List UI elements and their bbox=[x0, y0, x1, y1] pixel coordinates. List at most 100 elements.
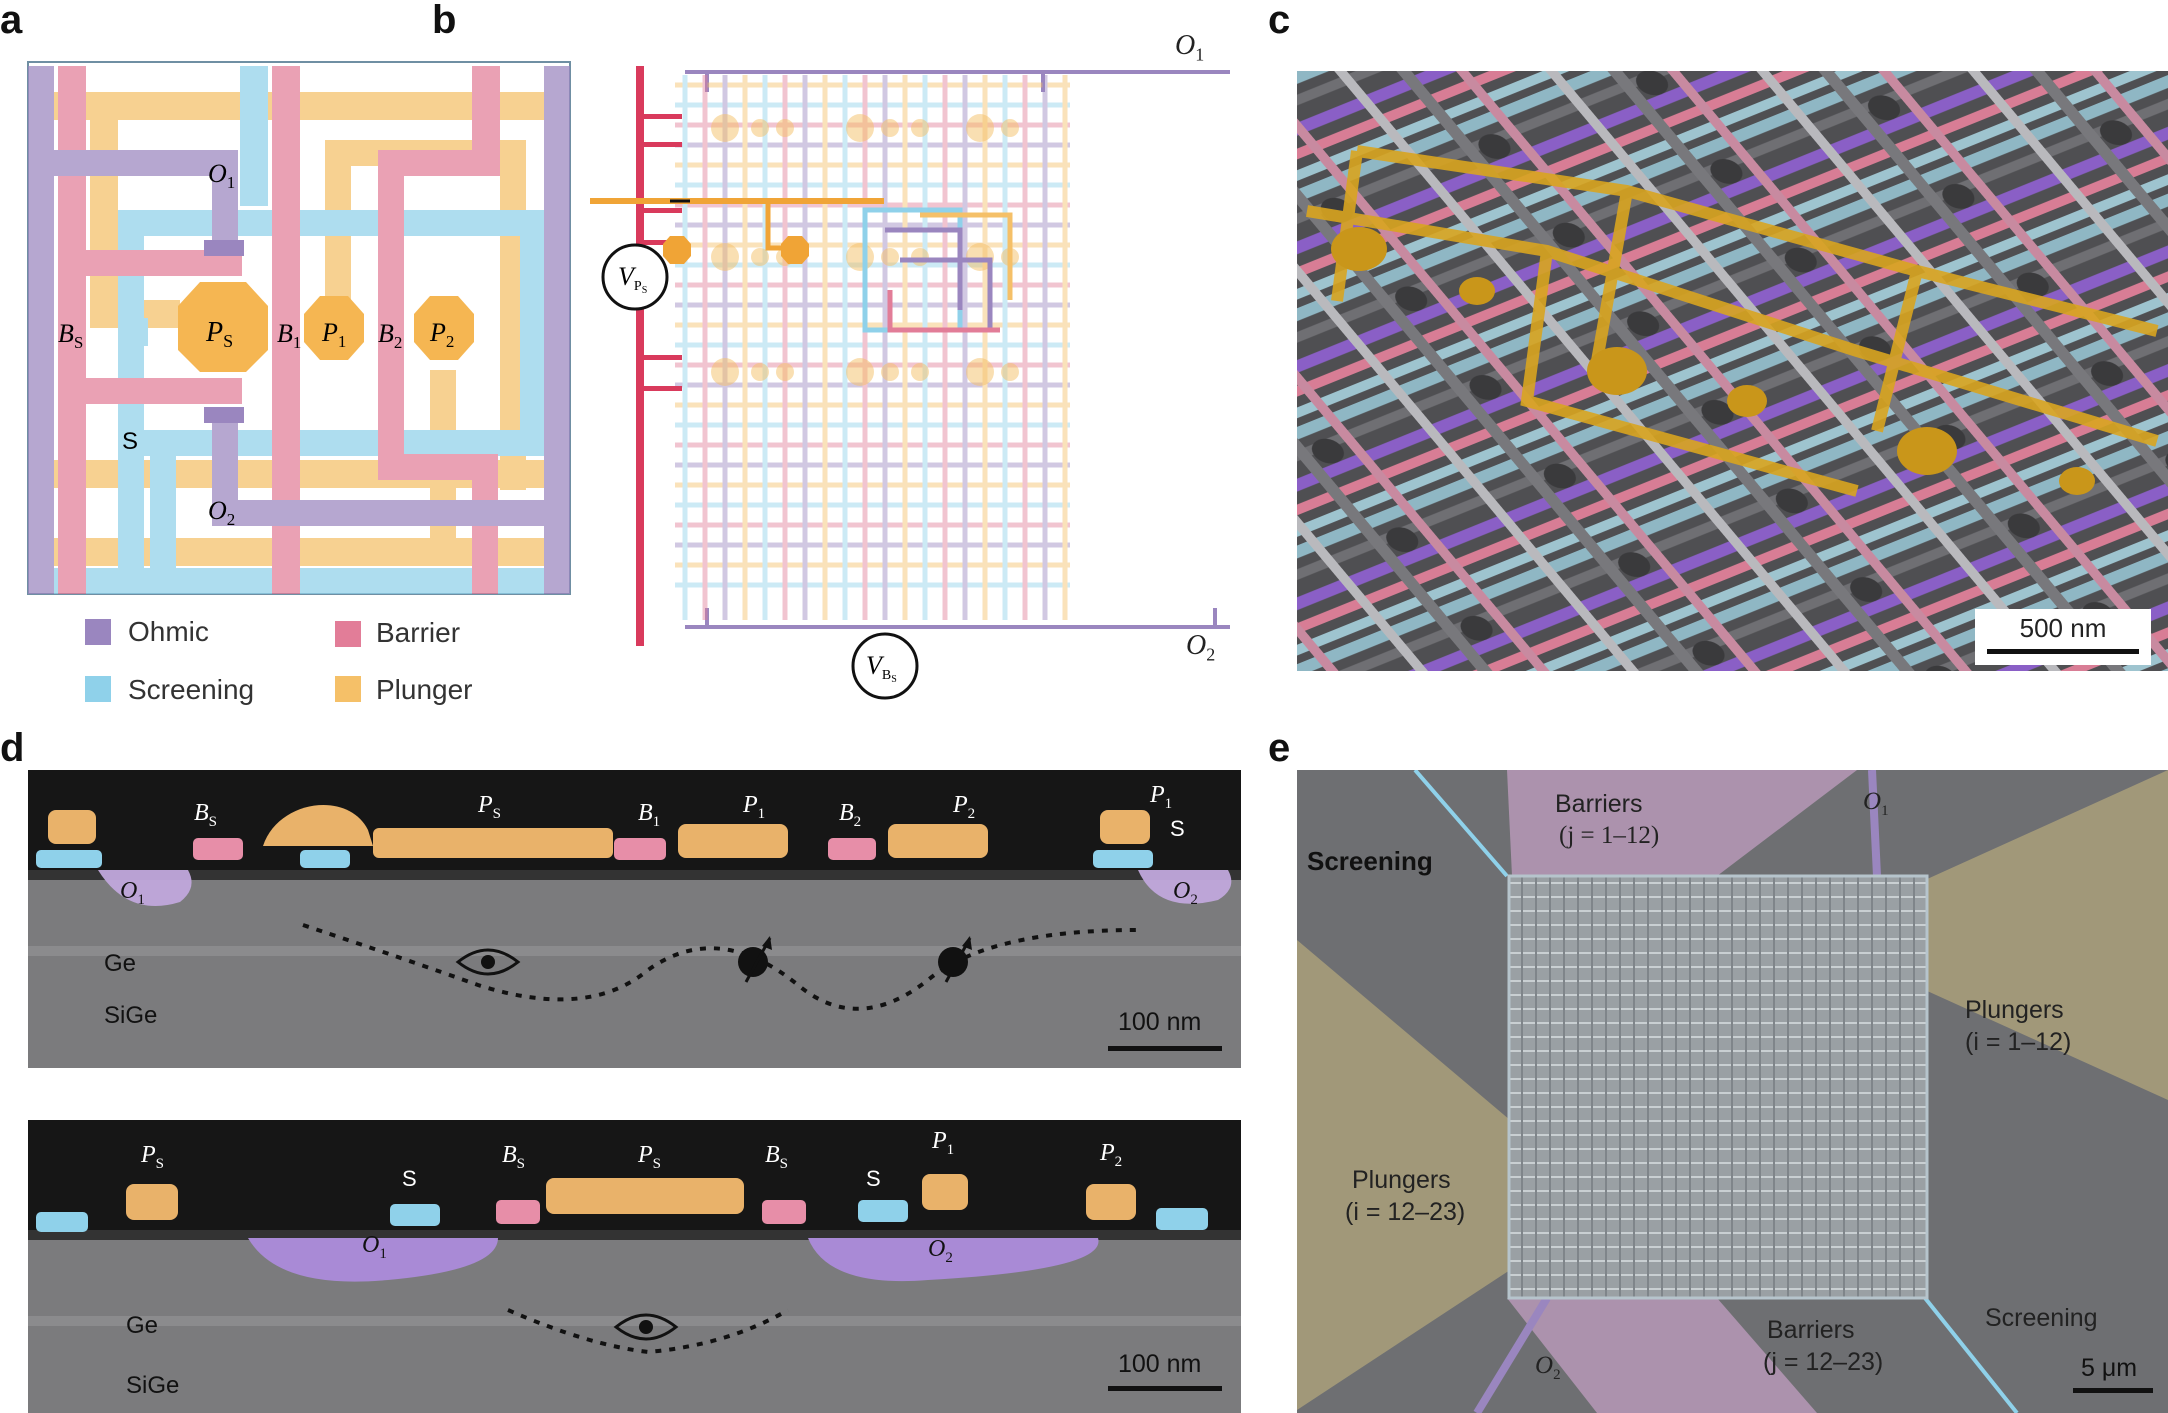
plunger-dot bbox=[776, 363, 794, 381]
plunger-dot bbox=[911, 248, 929, 266]
cs-top-label-ge: Ge bbox=[104, 950, 137, 977]
vps-label: VPS bbox=[618, 262, 647, 296]
cs-bottom-barriers bbox=[496, 1200, 806, 1224]
ohmic-o1-tip bbox=[204, 240, 244, 256]
cs-bottom-scalebar-line bbox=[1108, 1386, 1222, 1391]
panel-letter-b: b bbox=[432, 0, 457, 42]
barrier-bus-line bbox=[638, 66, 644, 646]
panel-d-top-crosssection: BS PS B1 P1 B2 P2 P1 S O1 O2 Ge SiGe 100… bbox=[28, 770, 1241, 1068]
faded-plunger-dots bbox=[711, 114, 1019, 386]
cs-bottom-label-bs-left: BS bbox=[502, 1142, 526, 1172]
cs-top-label-b2: B2 bbox=[839, 800, 862, 830]
cs-top-gates bbox=[36, 805, 1232, 1011]
plunger-fanout-right bbox=[1925, 770, 2168, 1100]
cs-top-label-b1: B1 bbox=[638, 800, 661, 830]
plunger-dot bbox=[711, 358, 739, 386]
cs-top-label-bs: BS bbox=[194, 800, 218, 830]
panel-d-bottom-crosssection: PS S BS PS BS S P1 P2 O1 O2 Ge SiGe 100 … bbox=[28, 1120, 1241, 1413]
label-barriers-top: Barriers bbox=[1555, 790, 1643, 818]
cs-top-label-p2: P2 bbox=[953, 792, 976, 822]
cs-bottom-label-o2: O2 bbox=[928, 1236, 953, 1266]
qubit-array-border bbox=[1507, 874, 1929, 1300]
cs-top-scalebar-label: 100 nm bbox=[1118, 1008, 1202, 1036]
plunger-dot bbox=[751, 363, 769, 381]
vbs-label: VBS bbox=[866, 651, 897, 685]
cs-bottom-label-ps-center: PS bbox=[638, 1142, 662, 1172]
plunger-ps-dot bbox=[178, 282, 268, 372]
plunger-dot bbox=[966, 243, 994, 271]
cs-bottom-label-ge: Ge bbox=[126, 1312, 159, 1339]
qubit-array-region bbox=[1509, 876, 1927, 1298]
vps-lead bbox=[670, 199, 690, 203]
cs-bottom-dielectric bbox=[28, 1230, 1241, 1240]
cs-top-label-p1-right: P1 bbox=[1150, 782, 1173, 812]
ohmic-line-o1 bbox=[1868, 770, 1881, 877]
label-o2: O2 bbox=[208, 496, 235, 529]
legend-label-ohmic: Ohmic bbox=[128, 616, 209, 647]
eye-icon bbox=[613, 1313, 679, 1341]
cs-bottom-label-s-right: S bbox=[866, 1166, 881, 1191]
cs-top-potential-line bbox=[302, 923, 1139, 1011]
barrier-fanout-bottom bbox=[1507, 1298, 1817, 1413]
plunger-bus-dots bbox=[663, 236, 809, 264]
barrier-fanout-top bbox=[1507, 770, 1857, 876]
ohmic-rail-ticks bbox=[705, 72, 1217, 627]
cs-bottom-ohmics bbox=[248, 1238, 1099, 1282]
cs-bottom-plungers bbox=[126, 1174, 1136, 1220]
cs-top-plungers bbox=[48, 805, 1150, 858]
panel-e-fanout bbox=[1297, 770, 2168, 1413]
plunger-p1-dot bbox=[304, 296, 364, 360]
gate-bands bbox=[28, 66, 570, 594]
vps-terminal: VPS bbox=[601, 243, 669, 311]
plunger-p2-dot bbox=[414, 296, 474, 360]
label-ps: PS bbox=[205, 317, 233, 351]
sem-gold-plungers bbox=[1306, 145, 2159, 497]
spin-icon-1 bbox=[738, 936, 772, 983]
plunger-dot bbox=[881, 248, 899, 266]
label-screening-bottom: Screening bbox=[1985, 1304, 2098, 1332]
label-p2: P2 bbox=[429, 318, 454, 351]
ohmic-o2-tip bbox=[204, 407, 244, 423]
cs-bottom-ge-well bbox=[28, 1316, 1241, 1326]
plunger-dot bbox=[1001, 119, 1019, 137]
plunger-bus-stubs bbox=[765, 201, 785, 251]
cs-top-barriers bbox=[193, 838, 876, 860]
vbs-terminal: VBS bbox=[851, 632, 919, 700]
ohmic-contacts bbox=[28, 66, 570, 594]
plunger-dot bbox=[911, 119, 929, 137]
panel-e-scalebar-line bbox=[2073, 1388, 2153, 1393]
panel-letter-a: a bbox=[0, 0, 23, 42]
cs-bottom-label-sige: SiGe bbox=[126, 1372, 180, 1399]
faded-gate-grid bbox=[675, 75, 1070, 620]
legend-label-barrier: Barrier bbox=[376, 617, 461, 648]
plunger-dot bbox=[751, 248, 769, 266]
label-plungers-left: Plungers bbox=[1352, 1166, 1451, 1194]
label-barriers-bottom-range: (j = 12–23) bbox=[1763, 1348, 1884, 1376]
label-e-o1: O1 bbox=[1863, 788, 1889, 819]
panel-c-sem-image: 500 nm bbox=[1297, 71, 2168, 671]
panel-c-scalebar-line bbox=[1987, 649, 2139, 654]
plunger-dot bbox=[1001, 363, 1019, 381]
panel-e-scalebar-label: 5 μm bbox=[2081, 1354, 2138, 1382]
legend-label-plunger: Plunger bbox=[376, 674, 473, 705]
label-barriers-bottom: Barriers bbox=[1767, 1316, 1855, 1344]
cs-top-dielectric bbox=[28, 870, 1241, 880]
panel-b-schematic bbox=[590, 66, 1230, 646]
plunger-dot bbox=[751, 119, 769, 137]
legend-swatch-screening bbox=[85, 676, 111, 702]
label-s: S bbox=[122, 428, 138, 455]
cs-bottom-label-p1: P1 bbox=[932, 1128, 955, 1158]
panel-b-label-o1: O1 bbox=[1175, 30, 1205, 65]
panel-b-label-o2: O2 bbox=[1186, 630, 1216, 665]
barrier-bus-stubs bbox=[644, 114, 682, 391]
plunger-dot bbox=[776, 119, 794, 137]
panel-letter-d: d bbox=[0, 726, 25, 770]
plunger-dot bbox=[881, 119, 899, 137]
screening-line-bottom bbox=[1923, 1296, 2019, 1413]
sem-gold-dots bbox=[1331, 227, 2095, 495]
cs-top-label-s: S bbox=[1170, 816, 1185, 841]
screening-line-top bbox=[1413, 770, 1509, 878]
barrier-gates bbox=[58, 66, 500, 594]
plunger-dot bbox=[711, 114, 739, 142]
plunger-dot bbox=[846, 114, 874, 142]
